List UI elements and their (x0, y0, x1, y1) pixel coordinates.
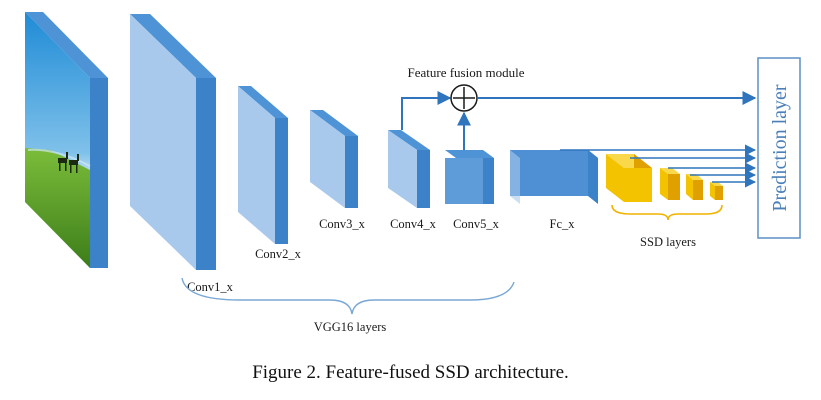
conv5-label: Conv5_x (453, 217, 500, 231)
conv4-block (388, 130, 430, 208)
ssd-block-1 (606, 154, 652, 202)
prediction-layer-label: Prediction layer (769, 84, 791, 212)
ssd-block-3 (686, 174, 703, 200)
vgg16-brace (181, 277, 515, 315)
input-image (25, 12, 108, 268)
plus-operator-icon (450, 84, 478, 112)
conv1-block (130, 14, 216, 270)
conv2-block (238, 86, 288, 244)
fc-block (510, 150, 598, 204)
ssd-block-4 (710, 182, 723, 200)
figure-caption: Figure 2. Feature-fused SSD architecture… (252, 362, 569, 383)
conv5-block (445, 150, 494, 204)
fusion-connections (401, 91, 757, 150)
prediction-layer-box: Prediction layer (757, 57, 801, 239)
vgg16-layers-label: VGG16 layers (314, 320, 387, 334)
feature-fusion-label: Feature fusion module (408, 65, 525, 80)
conv2-label: Conv2_x (255, 247, 302, 261)
conv4-label: Conv4_x (390, 217, 437, 231)
ssd-brace (611, 204, 723, 221)
ssd-layers-label: SSD layers (640, 235, 696, 249)
deer-icon (58, 152, 79, 173)
fc-label: Fc_x (550, 217, 576, 231)
prediction-arrows (560, 144, 757, 188)
conv3-block (310, 110, 358, 208)
ssd-block-2 (660, 168, 680, 200)
conv3-label: Conv3_x (319, 217, 366, 231)
conv1-label: Conv1_x (187, 280, 234, 294)
